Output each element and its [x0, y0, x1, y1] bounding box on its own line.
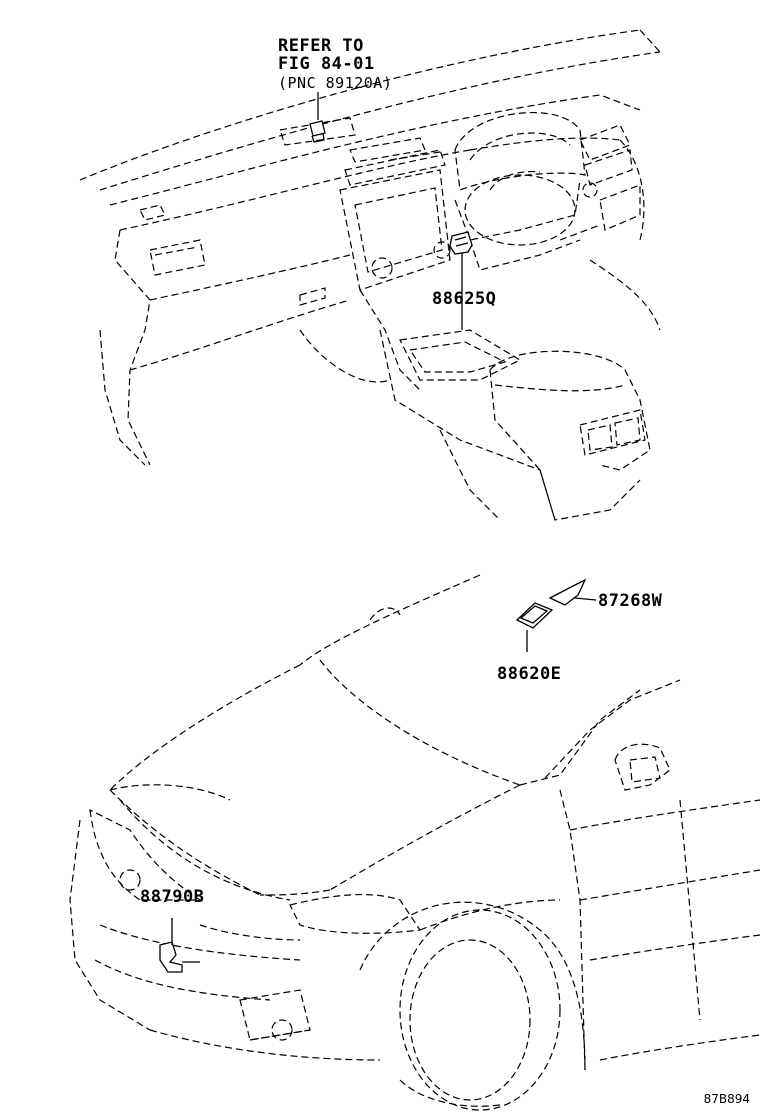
figure-id: 87B894	[703, 1092, 750, 1106]
refer-label-line3: (PNC 89120A)	[278, 74, 393, 92]
part-label-87268w: 87268W	[598, 591, 663, 611]
dashboard-illustration	[79, 29, 661, 521]
part-label-88625q: 88625Q	[432, 289, 497, 309]
refer-label-line2: FIG 84-01	[278, 54, 375, 74]
part-label-88790b: 88790B	[140, 887, 205, 907]
part-label-88620e: 88620E	[497, 664, 562, 684]
car-front-illustration	[69, 574, 760, 1111]
refer-label-line1: REFER TO	[278, 36, 364, 56]
